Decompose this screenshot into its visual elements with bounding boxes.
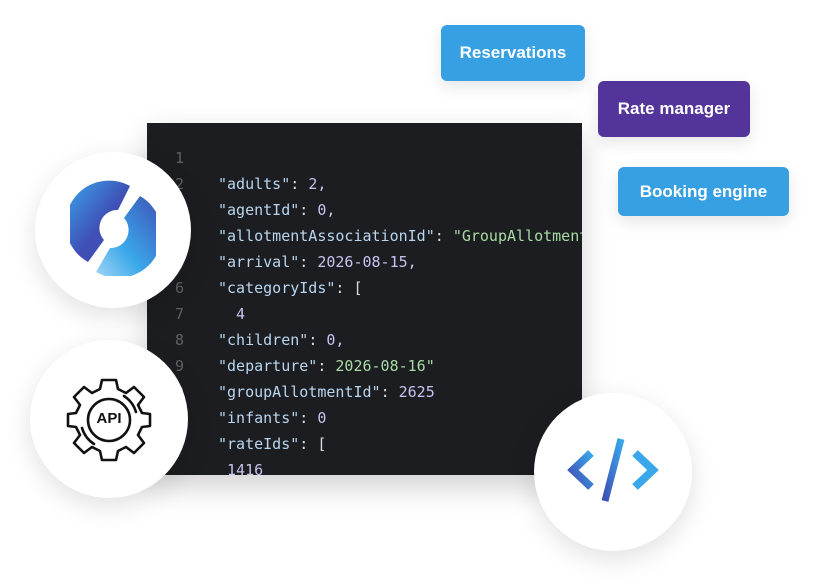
- code-text: "arrival": 2026-08-15,: [218, 249, 417, 275]
- json-separator: :: [317, 357, 336, 375]
- code-text: "categoryIds": [: [218, 275, 363, 301]
- connector-line: [108, 300, 118, 350]
- json-value: 0: [317, 409, 327, 427]
- code-text: "agentId": 0,: [218, 197, 335, 223]
- line-number: 1: [175, 149, 185, 167]
- json-value: [: [317, 435, 327, 453]
- sync-logo-icon: [65, 180, 162, 281]
- api-gear-icon: API: [64, 374, 154, 464]
- json-value: 0,: [326, 331, 345, 349]
- code-line: "rateIds": [: [147, 431, 582, 457]
- json-value: 2026-08-15,: [317, 253, 417, 271]
- json-value: 2026-08-16": [335, 357, 435, 375]
- json-separator: :: [299, 409, 318, 427]
- json-value: 4: [218, 305, 246, 323]
- code-text: "rateIds": [: [218, 431, 326, 457]
- code-line: "agentId": 0,: [147, 197, 582, 223]
- logo-badge: [35, 152, 191, 308]
- json-key: "rateIds": [218, 435, 300, 453]
- line-number: 8: [175, 331, 185, 349]
- json-separator: :: [299, 253, 318, 271]
- code-text: "children": 0,: [218, 327, 344, 353]
- api-badge: API: [30, 340, 188, 498]
- line-number: 9: [175, 357, 185, 375]
- line-number: 7: [175, 305, 185, 323]
- json-value: [: [353, 279, 363, 297]
- code-line: 9 "departure": 2026-08-16": [147, 353, 582, 379]
- json-key: "agentId": [218, 201, 300, 219]
- code-text: 1416: [218, 457, 263, 475]
- line-number: 2: [175, 175, 185, 193]
- rate-manager-button[interactable]: Rate manager: [598, 81, 750, 137]
- json-value: 2625: [398, 383, 435, 401]
- code-text: "groupAllotmentId": 2625: [218, 379, 435, 405]
- code-line: 0"groupAllotmentId": 2625: [147, 379, 582, 405]
- json-key: "departure": [218, 357, 318, 375]
- code-text: "adults": 2,: [218, 171, 326, 197]
- json-key: "categoryIds": [218, 279, 336, 297]
- json-separator: :: [299, 201, 318, 219]
- json-separator: :: [290, 175, 309, 193]
- code-line: "infants": 0: [147, 405, 582, 431]
- json-separator: :: [380, 383, 399, 401]
- reservations-button[interactable]: Reservations: [441, 25, 585, 81]
- json-value: 2,: [308, 175, 327, 193]
- code-text: "infants": 0: [218, 405, 326, 431]
- json-separator: :: [335, 279, 354, 297]
- json-key: "arrival": [218, 253, 300, 271]
- json-key: "allotmentAssociationId": [218, 227, 435, 245]
- line-number: 6: [175, 279, 185, 297]
- json-separator: :: [308, 331, 327, 349]
- code-text: 4: [218, 301, 245, 327]
- code-line: "allotmentAssociationId": "GroupAllotmen…: [147, 223, 582, 249]
- json-value: 1416: [218, 461, 264, 475]
- code-text: "departure": 2026-08-16": [218, 353, 435, 379]
- json-key: "adults": [218, 175, 291, 193]
- code-line: 1: [147, 145, 582, 171]
- json-key: "children": [218, 331, 309, 349]
- code-line: 7 4: [147, 301, 582, 327]
- code-line: 6 "categoryIds": [: [147, 275, 582, 301]
- code-line: "arrival": 2026-08-15,: [147, 249, 582, 275]
- code-brackets-icon: [563, 435, 663, 510]
- json-key: "groupAllotmentId": [218, 383, 381, 401]
- json-separator: :: [299, 435, 318, 453]
- json-value: 0,: [317, 201, 336, 219]
- code-line: 1416: [147, 457, 582, 475]
- code-badge: [534, 393, 692, 551]
- booking-engine-button[interactable]: Booking engine: [618, 167, 789, 216]
- json-value: "GroupAllotment: [452, 227, 582, 245]
- code-line: 2 "adults": 2,: [147, 171, 582, 197]
- code-line: 8 "children": 0,: [147, 327, 582, 353]
- json-key: "infants": [218, 409, 300, 427]
- api-label: API: [96, 410, 122, 427]
- code-text: "allotmentAssociationId": "GroupAllotmen…: [218, 223, 582, 249]
- json-separator: :: [434, 227, 453, 245]
